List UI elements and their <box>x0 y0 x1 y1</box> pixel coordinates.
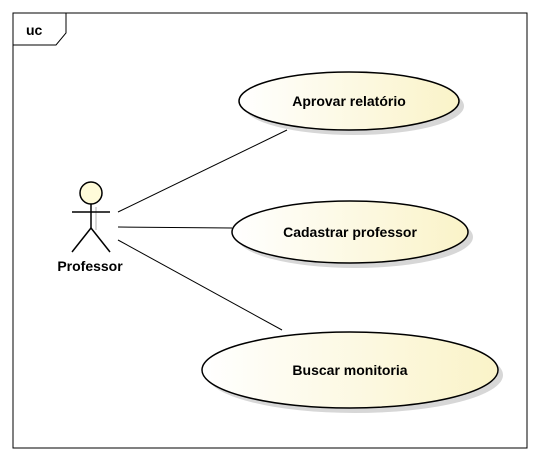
use-case-cadastrar-professor[interactable]: Cadastrar professor <box>231 200 473 268</box>
use-case-aprovar-relatorio[interactable]: Aprovar relatório <box>238 71 464 135</box>
actor-label: Professor <box>57 258 123 274</box>
association-aprovar[interactable] <box>117 129 288 213</box>
use-case-buscar-monitoria[interactable]: Buscar monitoria <box>201 331 503 413</box>
use-case-ellipse <box>231 200 469 264</box>
association-buscar[interactable] <box>117 239 283 331</box>
actor-left-leg <box>71 227 92 253</box>
use-case-ellipse <box>238 71 460 131</box>
use-case-label: Cadastrar professor <box>283 224 417 240</box>
use-case-label: Buscar monitoria <box>292 362 407 378</box>
use-case-ellipse <box>201 331 499 409</box>
actor-right-leg <box>90 227 111 253</box>
actor-professor[interactable]: Professor <box>57 181 123 274</box>
frame-tag-box <box>12 12 67 46</box>
frame-tag: uc <box>26 22 43 38</box>
use-case-label: Aprovar relatório <box>292 93 406 109</box>
actor-head <box>79 181 103 205</box>
association-cadastrar[interactable] <box>117 226 233 229</box>
